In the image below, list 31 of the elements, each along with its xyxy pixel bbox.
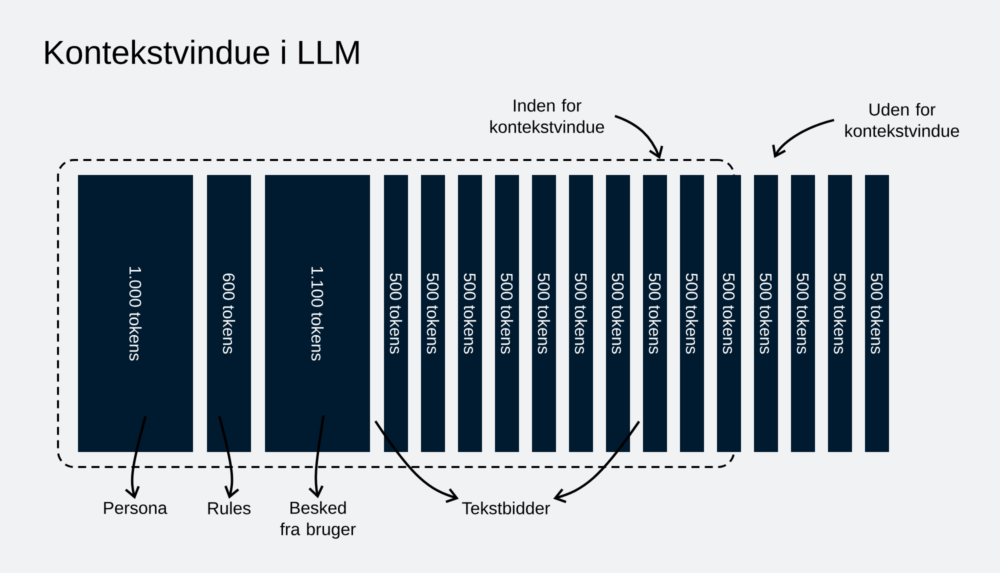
token-bar: 500 tokens [458, 175, 482, 452]
token-bar: 500 tokens [643, 175, 667, 452]
label-text: Tekstbidder [462, 502, 550, 514]
token-bar: 500 tokens [717, 175, 741, 452]
label-text: Persona [104, 502, 168, 514]
token-bar: 500 tokens [865, 175, 889, 452]
token-bar: 500 tokens [606, 175, 630, 452]
arrow [772, 118, 834, 158]
token-bar: 500 tokens [421, 175, 445, 452]
label-text: Besked fra bruger [280, 501, 356, 539]
token-bar: 500 tokens [828, 175, 852, 452]
arrow [614, 114, 664, 159]
token-bar: 500 tokens [495, 175, 519, 452]
token-bar: 600 tokens [207, 175, 251, 452]
token-bar: 500 tokens [680, 175, 704, 452]
arrow [553, 420, 640, 504]
arrow [124, 416, 147, 499]
arrow [308, 415, 325, 498]
token-bar: 500 tokens [791, 175, 815, 452]
token-bar: 500 tokens [532, 175, 556, 452]
token-bar: 1.000 tokens [78, 175, 193, 452]
arrow [218, 416, 240, 499]
token-bar: 500 tokens [569, 175, 593, 452]
title: Kontekstvindue i LLM [45, 40, 359, 64]
token-bar: 500 tokens [754, 175, 778, 452]
arrow [374, 420, 459, 503]
token-bar: 500 tokens [384, 175, 408, 452]
token-bar: 1.100 tokens [265, 175, 370, 452]
label-text: Uden for kontekstvindue [845, 102, 960, 138]
label-text: Inden for kontekstvindue [490, 98, 604, 134]
label-text: Rules [208, 502, 251, 514]
